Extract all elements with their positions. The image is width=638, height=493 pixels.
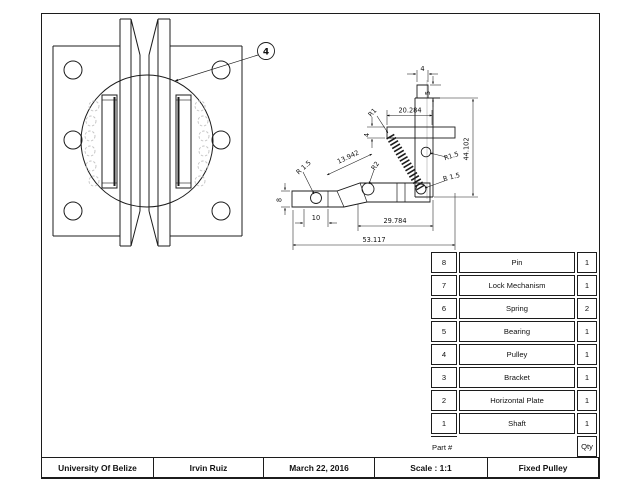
part-qty: 2: [577, 298, 597, 319]
part-number: 3: [431, 367, 457, 388]
pulley-profile: [119, 18, 171, 247]
part-number: 4: [431, 344, 457, 365]
dim-left-height: 8: [276, 198, 284, 202]
dim-left-width: 10: [312, 214, 320, 222]
bearing-races: [101, 94, 192, 189]
dim-bar-height: 44.102: [463, 137, 471, 160]
part-name: Shaft: [459, 413, 575, 434]
pivot-hole: [361, 182, 375, 196]
parts-header-qty: Qty: [577, 436, 597, 457]
dim-r2: R2: [370, 160, 382, 172]
parts-footer-spacer: [459, 436, 575, 457]
dim-diagonal: 13.942: [336, 149, 360, 166]
dim-r15-lower: R 1.5: [442, 171, 461, 183]
part-name: Pulley: [459, 344, 575, 365]
ball-bearings: [84, 100, 210, 187]
parts-header-part: Part #: [431, 436, 457, 457]
dimension-labels: 4 5 20.284 4 44.102 R1 R1.5 R 1.5 R 1.5 …: [276, 65, 471, 244]
dim-r1: R1: [367, 107, 379, 119]
part-name: Pin: [459, 252, 575, 273]
dim-r15-upper: R1.5: [443, 150, 460, 162]
part-name: Horizontal Plate: [459, 390, 575, 411]
lock-plate: [386, 126, 456, 139]
dim-plate-thickness: 4: [363, 133, 371, 137]
dim-mid-width: 29.784: [383, 217, 406, 225]
balloon-callout: [174, 42, 275, 82]
title-block: University Of Belize Irvin Ruiz March 22…: [41, 457, 599, 478]
spring-coil: [386, 133, 425, 191]
front-view: 4: [52, 18, 275, 247]
pin-hole-left: [310, 192, 322, 204]
part-number: 6: [431, 298, 457, 319]
dim-total-width: 53.117: [362, 236, 385, 244]
part-qty: 1: [577, 344, 597, 365]
spring-hole: [415, 183, 427, 195]
part-number: 8: [431, 252, 457, 273]
part-name: Lock Mechanism: [459, 275, 575, 296]
part-qty: 1: [577, 252, 597, 273]
bolt-holes: [63, 60, 231, 221]
balloon-circle: [257, 42, 275, 60]
part-name: Spring: [459, 298, 575, 319]
part-qty: 1: [577, 413, 597, 434]
mounting-plate: [52, 45, 243, 237]
part-qty: 1: [577, 390, 597, 411]
bearing-circle: [80, 74, 214, 208]
dim-top-width: 4: [420, 65, 424, 73]
part-qty: 1: [577, 367, 597, 388]
parts-table: 8 Pin 1 7 Lock Mechanism 1 6 Spring 2 5 …: [431, 252, 597, 457]
title-scale: Scale : 1:1: [375, 458, 488, 477]
dim-plate-width: 20.284: [398, 107, 421, 115]
title-author: Irvin Ruiz: [154, 458, 264, 477]
part-number: 5: [431, 321, 457, 342]
balloon-leader-line: [174, 54, 259, 82]
detail-view: 4 5 20.284 4 44.102 R1 R1.5 R 1.5 R 1.5 …: [276, 65, 478, 250]
part-number: 1: [431, 413, 457, 434]
part-qty: 1: [577, 321, 597, 342]
title-date: March 22, 2016: [264, 458, 375, 477]
vertical-bar: [414, 84, 440, 198]
dimensions: [281, 70, 478, 250]
title-institution: University Of Belize: [42, 458, 154, 477]
dim-step-height: 5: [424, 91, 432, 95]
title-drawing-name: Fixed Pulley: [518, 462, 568, 473]
balloon-label: 4: [263, 48, 269, 58]
part-name: Bracket: [459, 367, 575, 388]
lever-arm: [291, 182, 431, 208]
part-number: 7: [431, 275, 457, 296]
part-number: 2: [431, 390, 457, 411]
sheet-border: [41, 13, 600, 479]
part-name: Bearing: [459, 321, 575, 342]
part-qty: 1: [577, 275, 597, 296]
